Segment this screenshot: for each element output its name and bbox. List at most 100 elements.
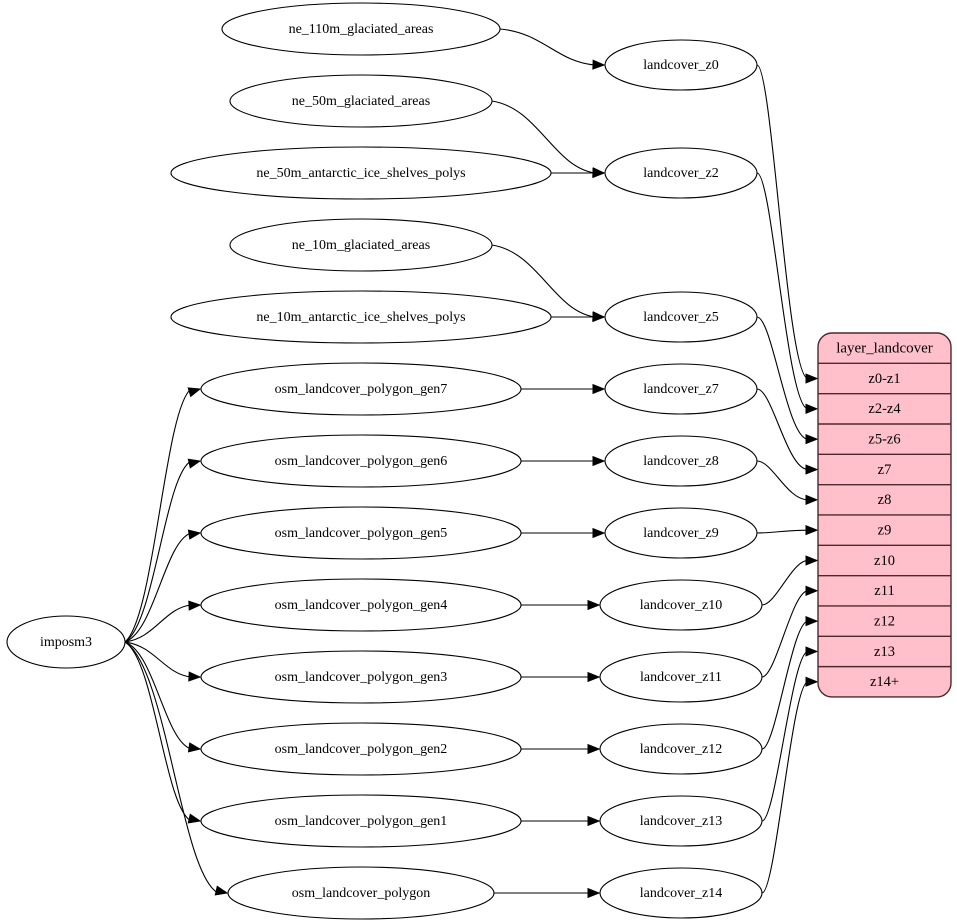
node-osm_landcover_polygon_gen5[interactable]: osm_landcover_polygon_gen5 [200,506,522,560]
edge-imposm3-to-osm_landcover_polygon_gen4 [124,600,202,643]
arrowhead-icon [187,458,202,469]
node-shape-landcover_z14 [599,867,763,919]
node-osm_landcover_polygon_gen6[interactable]: osm_landcover_polygon_gen6 [200,434,522,488]
node-label-osm_landcover_polygon: osm_landcover_polygon [292,886,430,901]
node-ne_110m_glaciated_areas[interactable]: ne_110m_glaciated_areas [221,2,501,56]
node-shape-osm_landcover_polygon_gen6 [200,434,522,488]
arrowhead-icon [188,671,202,682]
table-layer_landcover[interactable]: layer_landcoverz0-z1z2-z4z5-z6z7z8z9z10z… [817,332,952,698]
edge-landcover_z14-to-z14+ [761,676,819,894]
edge-path [761,590,809,678]
node-osm_landcover_polygon_gen1[interactable]: osm_landcover_polygon_gen1 [200,794,522,848]
edge-path [761,681,809,894]
edge-osm_landcover_polygon_gen6-to-landcover_z8 [521,455,606,467]
table-row-z8[interactable]: z8 [878,492,892,508]
edge-path [756,388,809,471]
node-shape-imposm3 [6,615,126,669]
node-shape-osm_landcover_polygon_gen2 [200,722,522,776]
arrowhead-icon [587,743,601,755]
edge-path [124,460,192,643]
node-label-landcover_z7: landcover_z7 [643,382,718,397]
node-landcover_z7[interactable]: landcover_z7 [604,363,758,415]
node-imposm3[interactable]: imposm3 [6,615,126,669]
table-row-z13[interactable]: z13 [874,644,895,660]
edge-ne_10m_antarctic_ice_shelves_polys-to-landcover_z5 [551,311,606,323]
table-row-z10[interactable]: z10 [874,553,895,569]
node-landcover_z14[interactable]: landcover_z14 [599,867,763,919]
node-layer: imposm3 ne_110m_glaciated_areas ne_50m_gla… [6,2,763,920]
arrowhead-icon [592,527,606,539]
node-ne_50m_antarctic_ice_shelves_polys[interactable]: ne_50m_antarctic_ice_shelves_polys [170,146,552,200]
node-label-landcover_z11: landcover_z11 [640,670,722,685]
node-shape-osm_landcover_polygon_gen5 [200,506,522,560]
table-row-z11[interactable]: z11 [874,583,894,599]
node-landcover_z12[interactable]: landcover_z12 [599,723,763,775]
table-layer: layer_landcoverz0-z1z2-z4z5-z6z7z8z9z10z… [817,332,952,698]
node-osm_landcover_polygon[interactable]: osm_landcover_polygon [227,866,495,920]
edge-landcover_z10-to-z10 [761,555,819,606]
node-label-landcover_z8: landcover_z8 [643,454,718,469]
node-landcover_z5[interactable]: landcover_z5 [604,291,758,343]
node-landcover_z2[interactable]: landcover_z2 [604,147,758,199]
node-landcover_z13[interactable]: landcover_z13 [599,795,763,847]
edge-path [491,100,596,174]
node-label-landcover_z14: landcover_z14 [640,886,722,901]
node-shape-landcover_z9 [604,507,758,559]
node-landcover_z8[interactable]: landcover_z8 [604,435,758,487]
arrowhead-icon [805,403,819,414]
node-label-ne_10m_antarctic_ice_shelves_polys: ne_10m_antarctic_ice_shelves_polys [256,310,465,325]
node-ne_10m_antarctic_ice_shelves_polys[interactable]: ne_10m_antarctic_ice_shelves_polys [170,290,552,344]
node-label-landcover_z5: landcover_z5 [643,310,718,325]
node-label-landcover_z2: landcover_z2 [643,166,718,181]
node-label-osm_landcover_polygon_gen3: osm_landcover_polygon_gen3 [275,670,448,685]
node-shape-landcover_z7 [604,363,758,415]
arrowhead-icon [188,600,202,611]
table-row-z14+[interactable]: z14+ [870,674,899,690]
node-shape-landcover_z12 [599,723,763,775]
table-row-z12[interactable]: z12 [874,613,895,629]
node-ne_50m_glaciated_areas[interactable]: ne_50m_glaciated_areas [229,74,493,128]
arrowhead-icon [187,529,202,540]
node-shape-ne_50m_glaciated_areas [229,74,493,128]
node-osm_landcover_polygon_gen3[interactable]: osm_landcover_polygon_gen3 [200,650,522,704]
edge-path [124,641,192,822]
table-row-z2-z4[interactable]: z2-z4 [868,401,901,417]
node-ne_10m_glaciated_areas[interactable]: ne_10m_glaciated_areas [229,218,493,272]
node-osm_landcover_polygon_gen2[interactable]: osm_landcover_polygon_gen2 [200,722,522,776]
node-landcover_z0[interactable]: landcover_z0 [604,39,758,91]
node-osm_landcover_polygon_gen7[interactable]: osm_landcover_polygon_gen7 [200,362,522,416]
edge-path [761,650,809,822]
edge-osm_landcover_polygon_gen7-to-landcover_z7 [521,383,606,395]
edge-path [124,641,192,750]
edge-path [124,604,192,643]
node-label-osm_landcover_polygon_gen5: osm_landcover_polygon_gen5 [275,526,448,541]
node-label-landcover_z13: landcover_z13 [640,814,722,829]
table-row-z5-z6[interactable]: z5-z6 [868,431,900,447]
edge-landcover_z7-to-z7 [756,388,819,475]
node-shape-ne_10m_antarctic_ice_shelves_polys [170,290,552,344]
table-row-z9[interactable]: z9 [878,522,892,538]
edge-imposm3-to-osm_landcover_polygon_gen7 [124,387,202,643]
node-shape-landcover_z0 [604,39,758,91]
edge-path [124,641,192,678]
node-label-landcover_z0: landcover_z0 [643,58,718,73]
edge-path [761,620,809,750]
node-shape-landcover_z11 [599,651,763,703]
edge-landcover_z8-to-z8 [756,460,819,505]
edge-path [124,641,219,894]
node-osm_landcover_polygon_gen4[interactable]: osm_landcover_polygon_gen4 [200,578,522,632]
node-landcover_z9[interactable]: landcover_z9 [604,507,758,559]
arrowhead-icon [592,383,606,395]
node-label-ne_110m_glaciated_areas: ne_110m_glaciated_areas [289,22,434,37]
edge-path [756,460,809,501]
table-row-z0-z1[interactable]: z0-z1 [868,371,900,387]
arrowhead-icon [805,494,819,505]
arrowhead-icon [805,464,819,475]
node-landcover_z11[interactable]: landcover_z11 [599,651,763,703]
arrowhead-icon [587,815,601,827]
edge-path [124,532,192,643]
table-row-z7[interactable]: z7 [878,462,892,478]
node-shape-ne_50m_antarctic_ice_shelves_polys [170,146,552,200]
node-landcover_z10[interactable]: landcover_z10 [599,579,763,631]
